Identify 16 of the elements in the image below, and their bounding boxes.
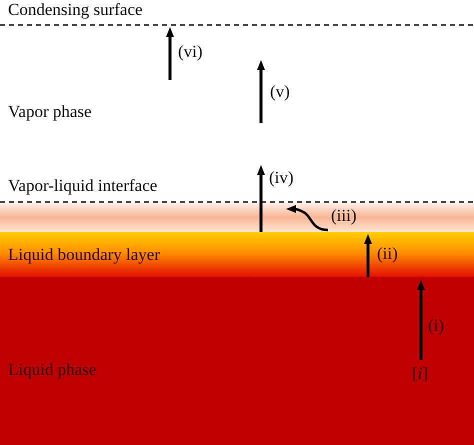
arrow [364, 234, 372, 277]
surface-label: Condensing surface [8, 0, 143, 20]
step-number: (iv) [269, 168, 294, 188]
layer-label: Liquid boundary layer [8, 245, 160, 265]
edge-label: (ii) [377, 244, 398, 264]
concentration-symbol: [i] [412, 364, 428, 384]
boundary-layer-band [0, 232, 474, 277]
liquid-phase-band [0, 277, 474, 445]
layer-label: Liquid phase [8, 360, 96, 380]
step-number: (iii) [331, 206, 356, 226]
phase-label: Vapor phase [8, 102, 92, 122]
edge-label: (i) [428, 316, 444, 336]
arrow [417, 280, 425, 360]
layer-label: Vapor-liquid interface [8, 176, 158, 196]
step-number: (vi) [178, 42, 203, 62]
step-number: (v) [270, 82, 290, 102]
